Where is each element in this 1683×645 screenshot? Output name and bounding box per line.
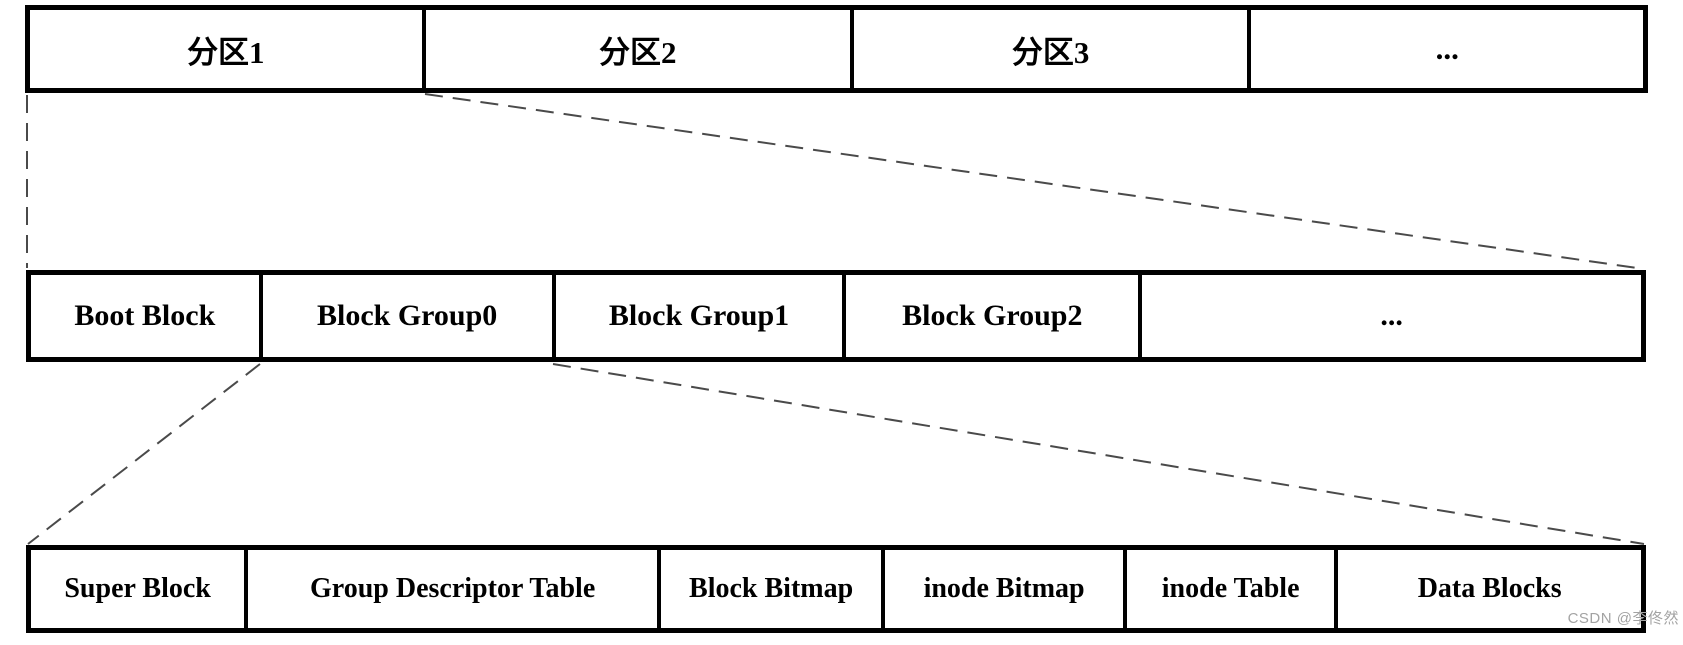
expand-line-partition1-right bbox=[424, 93, 1645, 270]
block-group0-cell: Block Group0 bbox=[263, 275, 556, 357]
csdn-watermark: CSDN @李佟然 bbox=[1567, 610, 1679, 627]
partition-ellipsis-cell: ... bbox=[1435, 31, 1459, 66]
block-bitmap-cell: Block Bitmap bbox=[661, 550, 886, 628]
inode-bitmap-cell: inode Bitmap bbox=[885, 550, 1127, 628]
block-group2-cell: Block Group2 bbox=[846, 275, 1143, 357]
block-group-ellipsis-cell: ... bbox=[1380, 299, 1403, 332]
inode-table-cell: inode Table bbox=[1127, 550, 1339, 628]
data-blocks-cell: Data Blocks bbox=[1417, 573, 1562, 604]
expand-line-blockgroup0-left bbox=[27, 363, 261, 545]
partition-row: 分区1 分区2 分区3 ... bbox=[25, 5, 1648, 93]
expand-line-blockgroup0-right bbox=[552, 363, 1645, 545]
partition-1-cell: 分区1 bbox=[30, 10, 426, 88]
block-group-detail-row: Super Block Group Descriptor Table Block… bbox=[26, 545, 1646, 633]
partition-2-cell: 分区2 bbox=[426, 10, 854, 88]
group-descriptor-table-cell: Group Descriptor Table bbox=[248, 550, 662, 628]
super-block-cell: Super Block bbox=[31, 550, 249, 628]
block-group1-cell: Block Group1 bbox=[556, 275, 847, 357]
block-group-row: Boot Block Block Group0 Block Group1 Blo… bbox=[26, 270, 1646, 362]
boot-block-cell: Boot Block bbox=[31, 275, 263, 357]
partition-3-cell: 分区3 bbox=[854, 10, 1252, 88]
